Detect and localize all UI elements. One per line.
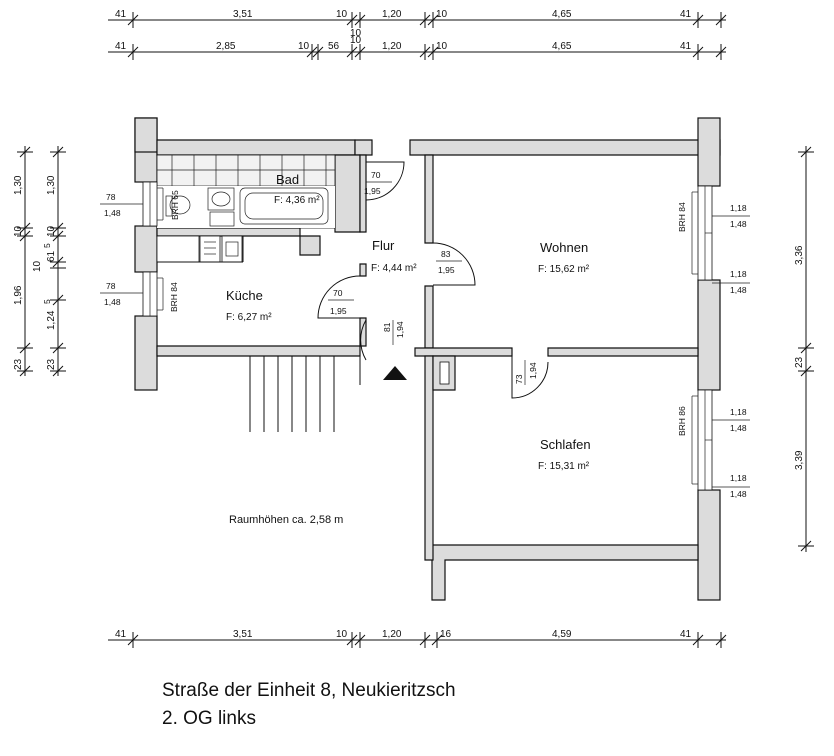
dim-top2-4: 10 xyxy=(350,35,362,46)
window-wohnen xyxy=(691,185,750,284)
door-wohnen-width: 83 xyxy=(441,249,451,259)
dim-right-2: 3,39 xyxy=(794,450,805,470)
dim-left2-1: 10 xyxy=(46,225,57,237)
dim-top1-0: 41 xyxy=(115,9,127,20)
entrance-arrow-icon xyxy=(383,366,407,380)
ceiling-height-note: Raumhöhen ca. 2,58 m xyxy=(229,514,343,526)
dim-left1-2: 1,96 xyxy=(13,285,24,305)
dim-left1-0: 1,30 xyxy=(13,175,24,195)
dim-top1-1: 3,51 xyxy=(233,9,253,20)
window-wohnen-h1: 1,48 xyxy=(730,219,747,229)
dim-bottom-0: 41 xyxy=(115,629,127,640)
dim-top1-4: 10 xyxy=(436,9,448,20)
dim-left2-0: 1,30 xyxy=(46,175,57,195)
dim-right-1: 23 xyxy=(794,356,805,368)
dimension-column-right: 3,36 23 3,39 xyxy=(794,146,814,552)
room-flur-name: Flur xyxy=(372,238,395,253)
room-kueche-name: Küche xyxy=(226,288,263,303)
dim-top2-0: 41 xyxy=(115,41,127,52)
dimension-row-top-2: 41 2,85 10 56 10 1,20 10 4,65 41 xyxy=(108,35,727,60)
door-entrance-width: 81 xyxy=(382,322,392,332)
door-kueche-height: 1,95 xyxy=(330,306,347,316)
bathroom-tiles xyxy=(156,154,336,229)
window-kueche xyxy=(100,271,164,317)
room-wohnen-area: F: 15,62 m² xyxy=(538,264,590,275)
window-schlafen-w2: 1,18 xyxy=(730,473,747,483)
doors xyxy=(317,161,549,399)
room-bad-name: Bad xyxy=(276,172,299,187)
dim-top1-5: 4,65 xyxy=(552,9,572,20)
dim-top2-1: 2,85 xyxy=(216,41,236,52)
kitchen-appliances xyxy=(156,235,244,263)
room-kueche-area: F: 6,27 m² xyxy=(226,312,272,323)
window-schlafen-brh: BRH 86 xyxy=(677,406,687,436)
room-schlafen-area: F: 15,31 m² xyxy=(538,461,590,472)
door-bad-height: 1,95 xyxy=(364,186,381,196)
dimension-row-top-1: 41 3,51 10 1,20 10 4,65 41 xyxy=(108,9,727,28)
window-schlafen xyxy=(691,389,750,491)
window-bad-height: 1,48 xyxy=(104,208,121,218)
room-bad-area: F: 4,36 m² xyxy=(274,195,320,206)
dim-top-small-10: 10 xyxy=(350,28,362,39)
dim-left2-small-1: 5 xyxy=(42,299,52,304)
walls xyxy=(134,117,721,601)
window-schlafen-h1: 1,48 xyxy=(730,423,747,433)
dim-left2-small-0: 5 xyxy=(42,243,52,248)
room-flur-area: F: 4,44 m² xyxy=(371,263,417,274)
dim-top1-3: 1,20 xyxy=(382,9,402,20)
dim-left2-4: 23 xyxy=(46,358,57,370)
dimension-column-left-2: 1,30 10 61 5 1,24 5 23 xyxy=(42,146,66,377)
dim-top1-6: 41 xyxy=(680,9,692,20)
window-kueche-height: 1,48 xyxy=(104,297,121,307)
address-caption: Straße der Einheit 8, Neukieritzsch xyxy=(162,680,456,701)
dim-bottom-6: 41 xyxy=(680,629,692,640)
staircase xyxy=(249,356,335,432)
dim-top2-2: 10 xyxy=(298,41,310,52)
door-kueche-width: 70 xyxy=(333,288,343,298)
door-bad-width: 70 xyxy=(371,170,381,180)
door-wohnen-height: 1,95 xyxy=(438,265,455,275)
dim-top2-8: 41 xyxy=(680,41,692,52)
dim-bottom-5: 4,59 xyxy=(552,629,572,640)
door-entrance-height: 1,94 xyxy=(395,321,405,338)
dimension-row-bottom: 41 3,51 10 1,20 16 4,59 41 xyxy=(108,629,727,648)
dim-top1-2: 10 xyxy=(336,9,348,20)
dim-top2-3: 56 xyxy=(328,41,340,52)
dim-bottom-2: 10 xyxy=(336,629,348,640)
dim-left2-3: 1,24 xyxy=(46,310,57,330)
dim-bottom-1: 3,51 xyxy=(233,629,253,640)
dim-top2-7: 4,65 xyxy=(552,41,572,52)
door-schlafen-width: 73 xyxy=(514,374,524,384)
floor-caption: 2. OG links xyxy=(162,708,256,729)
room-schlafen-name: Schlafen xyxy=(540,437,591,452)
dim-top2-6: 10 xyxy=(436,41,448,52)
dim-right-0: 3,36 xyxy=(794,245,805,265)
dim-left2-2: 61 xyxy=(46,250,57,262)
window-wohnen-w2: 1,18 xyxy=(730,269,747,279)
window-bad-brh: BRH 65 xyxy=(170,190,180,220)
window-bad xyxy=(100,181,164,227)
window-wohnen-w1: 1,18 xyxy=(730,203,747,213)
dim-left1-1: 10 xyxy=(13,225,24,237)
door-schlafen-height: 1,94 xyxy=(528,362,538,379)
window-schlafen-h2: 1,48 xyxy=(730,489,747,499)
dim-bottom-3: 1,20 xyxy=(382,629,402,640)
window-bad-width: 78 xyxy=(106,192,116,202)
dim-bottom-4: 16 xyxy=(440,629,452,640)
dim-left1-3: 23 xyxy=(13,358,24,370)
window-wohnen-brh: BRH 84 xyxy=(677,202,687,232)
room-wohnen-name: Wohnen xyxy=(540,240,588,255)
window-schlafen-w1: 1,18 xyxy=(730,407,747,417)
dim-top2-5: 1,20 xyxy=(382,41,402,52)
window-kueche-brh: BRH 84 xyxy=(169,282,179,312)
dim-left-between-10: 10 xyxy=(32,260,43,272)
window-kueche-width: 78 xyxy=(106,281,116,291)
window-wohnen-h2: 1,48 xyxy=(730,285,747,295)
dimension-column-left-1: 1,30 10 1,96 23 xyxy=(13,146,33,377)
